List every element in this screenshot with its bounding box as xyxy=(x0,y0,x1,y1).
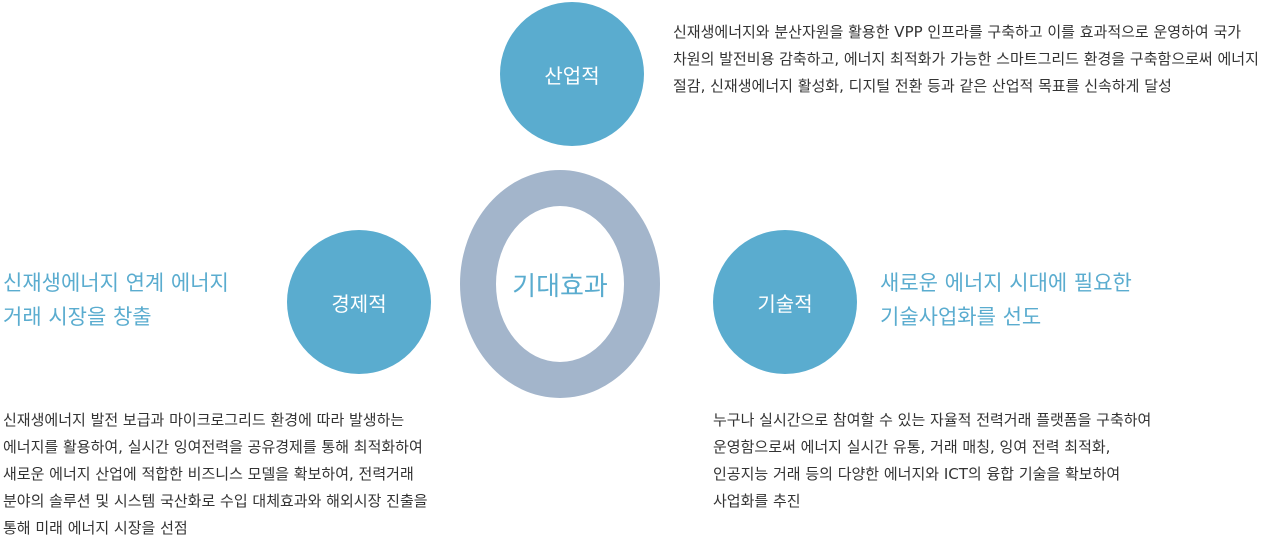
technical-label: 기술적 xyxy=(757,291,813,316)
industrial-circle: 산업적 xyxy=(500,2,644,146)
economic-headline: 신재생에너지 연계 에너지 거래 시장을 창출 xyxy=(3,271,229,329)
economic-description: 신재생에너지 발전 보급과 마이크로그리드 환경에 따라 발생하는 에너지를 활… xyxy=(3,411,428,537)
economic-label: 경제적 xyxy=(331,291,387,316)
technical-headline: 새로운 에너지 시대에 필요한 기술사업화를 선도 xyxy=(880,271,1132,329)
center-label: 기대효과 xyxy=(512,271,608,302)
economic-circle: 경제적 xyxy=(287,230,431,374)
industrial-label: 산업적 xyxy=(544,63,600,88)
technical-description: 누구나 실시간으로 참여할 수 있는 자율적 전력거래 플랫폼을 구축하여 운영… xyxy=(713,411,1152,510)
technical-circle: 기술적 xyxy=(713,230,857,374)
center-ring-expected-effects: 기대효과 xyxy=(460,170,660,398)
industrial-description: 신재생에너지와 분산자원을 활용한 VPP 인프라를 구축하고 이를 효과적으로… xyxy=(673,23,1259,95)
